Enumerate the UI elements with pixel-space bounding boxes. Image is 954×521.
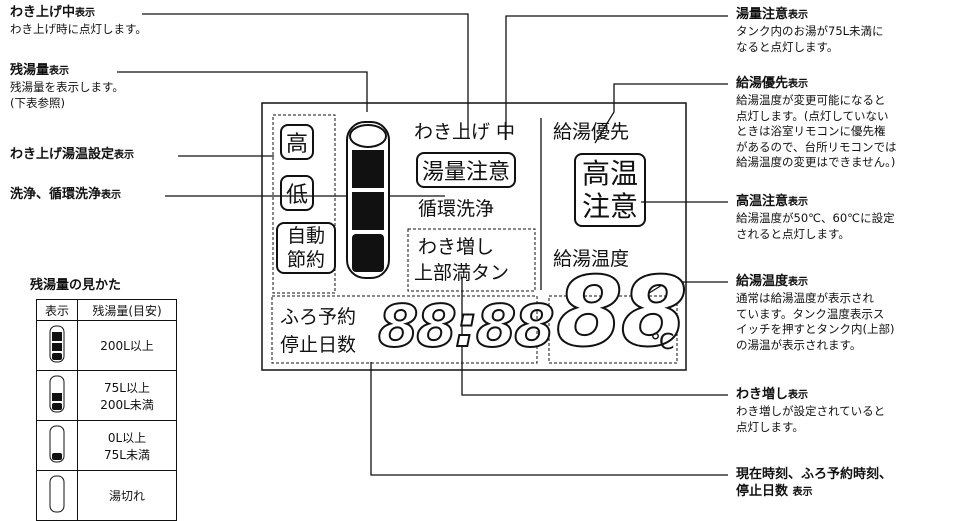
annotation-desc: わき増しが設定されていると	[736, 404, 886, 418]
annotation-desc: の湯温が表示されます。	[736, 337, 862, 352]
tank-gauge	[346, 121, 390, 279]
indicator-chui: 注意	[582, 190, 639, 223]
table-cell-line: 75L以上	[104, 380, 150, 395]
annotation-koon-chui: 高温注意表示 給湯温度が50℃、60℃に設定 されると点灯します。	[736, 193, 951, 242]
annotation-senjo: 洗浄、循環洗浄表示	[10, 186, 121, 204]
celsius-unit: ℃	[650, 330, 675, 355]
annotation-title: 残湯量	[10, 63, 50, 78]
annotation-desc: があるので、台所リモコンでは	[736, 139, 897, 154]
table-row: 200L以上	[36, 320, 177, 371]
annotation-title: 高温注意	[736, 194, 789, 209]
annotation-suffix: 表示	[788, 277, 809, 288]
annotation-suffix: 表示	[788, 197, 809, 208]
annotation-desc: 通常は給湯温度が表示され	[736, 291, 874, 305]
table-cell-line: 0L以上	[107, 430, 147, 445]
annotation-suffix: 表示	[788, 390, 809, 401]
annotation-desc: わき上げ時に点灯します。	[10, 22, 147, 36]
indicator-low: 低	[280, 175, 315, 211]
annotation-desc: ときは浴室リモコンに優先権	[736, 124, 886, 138]
indicator-save: 節約	[286, 249, 325, 271]
annotation-title: わき上げ中	[10, 5, 76, 20]
annotation-desc: 給湯温度が変更可能になると	[736, 93, 886, 107]
table-row: 0L以上 75L未満	[36, 420, 177, 471]
table-cell: 0L以上 75L未満	[77, 420, 177, 471]
indicator-teishi-nissu: 停止日数	[280, 334, 357, 356]
annotation-kyuto-yusen: 給湯優先表示 給湯温度が変更可能になると 点灯します。(点灯していない ときは浴…	[736, 75, 951, 171]
annotation-desc: (下表参照)	[10, 95, 65, 110]
table-row: 75L以上 200L未満	[36, 370, 177, 421]
table-row: 湯切れ	[36, 470, 177, 521]
indicator-junkan-senjo: 循環洗浄	[418, 198, 495, 220]
table-cell-line: 75L未満	[104, 447, 150, 462]
tank-level-2-icon	[36, 370, 78, 421]
annotation-title: わき増し	[736, 387, 789, 402]
annotation-wakiage-chu: わき上げ中表示 わき上げ時に点灯します。	[10, 4, 147, 38]
annotation-title: 給湯優先	[736, 76, 789, 91]
tank-level-1-icon	[36, 420, 78, 471]
indicator-koon-chui: 高温 注意	[574, 153, 647, 227]
annotation-title: 給湯温度	[736, 274, 789, 289]
annotation-desc: なると点灯します。	[736, 39, 839, 54]
annotation-desc: されると点灯します。	[736, 226, 850, 241]
indicator-wakimashi: わき増し	[418, 236, 495, 258]
table-header: 表示	[36, 299, 78, 321]
annotation-title: 湯量注意	[736, 7, 789, 22]
table-cell: 湯切れ	[77, 470, 177, 521]
tank-level-3-icon	[36, 320, 78, 371]
indicator-wakiage-chu: わき上げ 中	[414, 121, 516, 143]
table-cell: 200L以上	[77, 320, 177, 371]
annotation-suffix: 表示	[788, 79, 809, 90]
annotation-desc: 点灯します。	[736, 419, 804, 434]
annotation-wakimashi: わき増し表示 わき増しが設定されていると 点灯します。	[736, 386, 951, 435]
annotation-suffix: 表示	[788, 10, 809, 21]
annotation-kyuto-ondo: 給湯温度表示 通常は給湯温度が表示され ています。タンク温度表示ス イッチを押す…	[736, 273, 951, 353]
annotation-wakiage-ondo: わき上げ湯温設定表示	[10, 146, 134, 164]
annotation-suffix: 表示	[101, 190, 122, 201]
annotation-zanyu: 残湯量表示 残湯量を表示します。 (下表参照)	[10, 62, 124, 111]
annotation-desc: タンク内のお湯が75L未満に	[736, 24, 884, 38]
tank-level-0-icon	[36, 470, 78, 521]
temperature-digits: 88	[555, 256, 689, 368]
table-header: 残湯量(目安)	[77, 299, 177, 321]
indicator-kyuto-ondo: 給湯温度	[553, 248, 630, 270]
annotation-title: 停止日数	[736, 484, 789, 499]
annotation-desc: 点灯します。(点灯していない	[736, 108, 889, 123]
indicator-yuryo-chui: 湯量注意	[416, 152, 517, 188]
annotation-desc: 給湯温度の変更はできません。)	[736, 155, 896, 169]
annotation-desc: ています。タンク温度表示ス	[736, 306, 885, 321]
indicator-auto: 自動	[286, 225, 325, 247]
annotation-desc: 給湯温度が50℃、60℃に設定	[736, 211, 895, 225]
table-cell: 75L以上 200L未満	[77, 370, 177, 421]
annotation-title: 現在時刻、ふろ予約時刻、	[736, 467, 893, 482]
indicator-koon: 高温	[582, 157, 639, 190]
annotation-suffix: 表示	[49, 66, 70, 77]
annotation-title: 洗浄、循環洗浄	[10, 187, 102, 202]
indicator-auto-save: 自動 節約	[276, 222, 336, 274]
annotation-yuryo-chui: 湯量注意表示 タンク内のお湯が75L未満に なると点灯します。	[736, 6, 951, 55]
annotation-suffix: 表示	[114, 150, 135, 161]
indicator-high: 高	[280, 124, 315, 160]
reference-table-title: 残湯量の見かた	[30, 277, 121, 294]
indicator-jobu-mantan: 上部満タン	[414, 262, 510, 284]
annotation-suffix: 表示	[792, 487, 813, 498]
annotation-desc: イッチを押すとタンク内(上部)	[736, 322, 895, 336]
reference-table-title-text: 残湯量の見かた	[30, 278, 122, 293]
annotation-genzai: 現在時刻、ふろ予約時刻、 停止日数 表示	[736, 466, 951, 501]
annotation-desc: 残湯量を表示します。	[10, 80, 124, 94]
time-digits: 88:88	[377, 292, 556, 360]
indicator-furo-yoyaku: ふろ予約	[280, 306, 357, 328]
annotation-suffix: 表示	[75, 8, 96, 19]
indicator-kyuto-yusen: 給湯優先	[553, 121, 630, 143]
annotation-title: わき上げ湯温設定	[10, 147, 115, 162]
table-cell-line: 200L未満	[100, 397, 154, 412]
